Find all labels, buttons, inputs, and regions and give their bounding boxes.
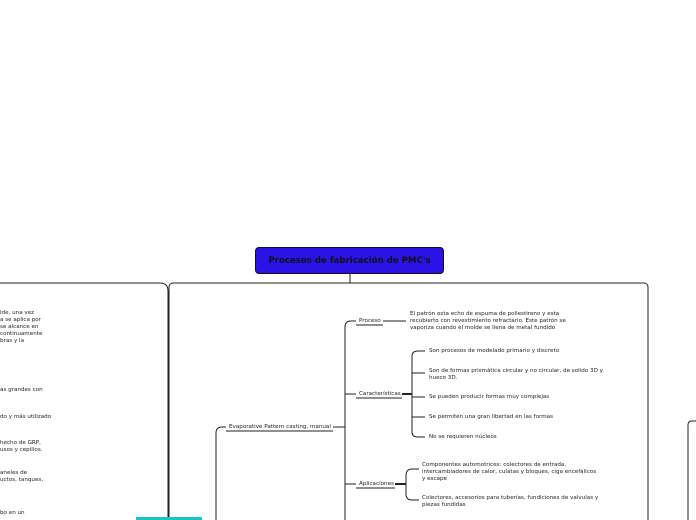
children-spine [344,320,356,520]
branch-topic-evaporative[interactable]: Evaporative Pattern casting, manual [229,424,331,430]
left-fragment: a se aplica por [0,317,41,323]
aplicacion-item-cont[interactable]: y escape [422,476,447,482]
left-fragment: as grandes con [0,387,43,393]
proceso-detail-line[interactable]: recubierto con revestimiento refractario… [410,318,566,324]
caracteristica-item-cont[interactable]: hueco 3D. [429,375,458,381]
aplicacion-item[interactable]: Componentes automotrices: colectores de … [422,462,567,468]
main-panel-frame [168,282,649,520]
caracteristica-item[interactable]: No se requieren núcleos [429,434,497,440]
aplicacion-item-cont[interactable]: intercambiadores de calor, culatas y blo… [422,469,597,475]
left-fragment: uctos, tanques, [0,477,44,483]
subtopic-proceso[interactable]: Proceso [359,318,381,324]
aplicacion-item-cont[interactable]: piezas fundidas [422,502,466,508]
left-fragment: continuamente [0,331,43,337]
proceso-detail-line[interactable]: vaporiza cuando el molde se llena de met… [410,325,556,331]
proceso-detail-line[interactable]: El patrón esta echo de espuma de poliest… [410,311,560,317]
aplic-spine [405,468,419,501]
left-fragment: se alcance en [0,324,39,330]
right-panel-edge [687,420,696,520]
caracteristica-item[interactable]: Se pueden producir formas muy complejas [429,394,550,400]
left-fragment: do y más utilizado [0,414,52,420]
subtopic-aplicaciones[interactable]: Aplicaciones [359,481,394,487]
left-fragment: hecho de GRP, [0,440,41,446]
left-fragment: lde, una vez [0,310,35,316]
left-fragment: usos y cepillos. [0,447,43,453]
left-fragment: aneles de [0,470,28,476]
root-topic[interactable]: Procesos de fabricación de PMC's [255,247,444,274]
selected-node-indicator [136,517,202,520]
left-panel-edge [0,282,169,520]
subtopic-caracteristicas[interactable]: Características [359,391,401,397]
caracteristica-item[interactable]: Se permiten una gran libertad en las for… [429,414,553,420]
branch-connector [215,426,226,520]
caract-spine [411,350,425,438]
left-fragment: bras y la [0,338,25,344]
caracteristica-item[interactable]: Son procesos de modelado primario y disc… [429,348,560,354]
root-topic-label: Procesos de fabricación de PMC's [268,255,431,266]
left-fragment: bo en un [0,510,25,516]
aplicacion-item[interactable]: Colectores, accesorios para tuberías, fu… [422,495,599,501]
caracteristica-item[interactable]: Son de formas prismática circular y no c… [429,368,603,374]
